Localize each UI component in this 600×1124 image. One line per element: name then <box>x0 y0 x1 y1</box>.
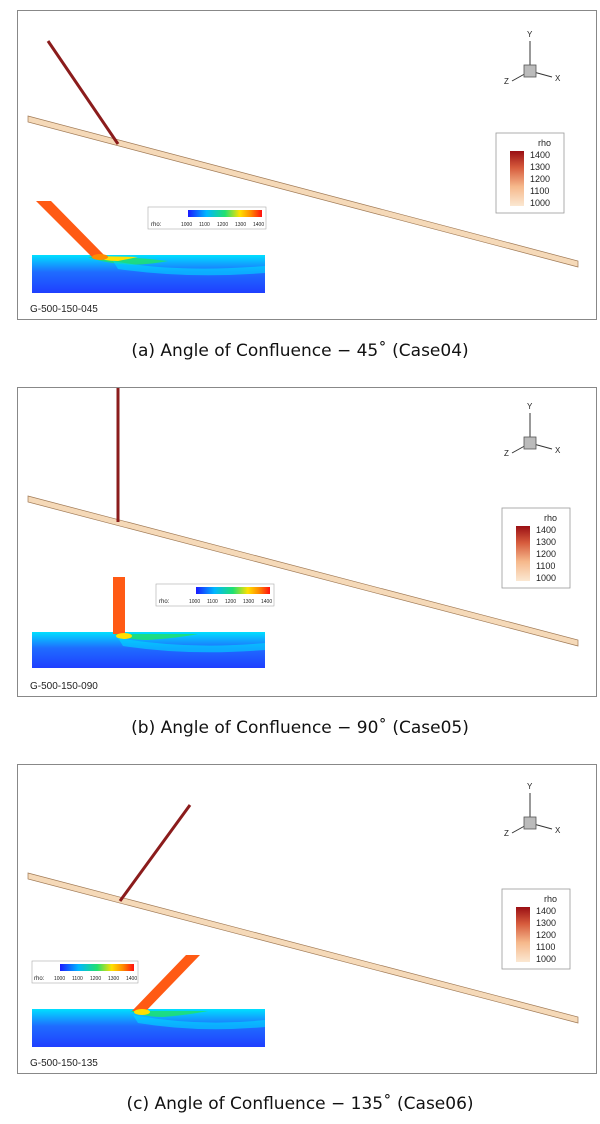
axis-y-label: Y <box>527 782 533 791</box>
panel-a: Y X Z rho 1400 1300 1200 1100 1000 rho: … <box>17 10 597 320</box>
caption-a: (a) Angle of Confluence − 45˚ (Case04) <box>131 341 469 361</box>
panel-b: Y X Z rho 1400 1300 1200 1100 1000 rho: … <box>17 387 597 697</box>
legend-title: rho <box>538 138 551 148</box>
inset-tick: 1200 <box>225 599 236 605</box>
inset-tick: 1400 <box>261 599 272 605</box>
legend-title: rho <box>544 513 557 523</box>
legend-colorbar <box>516 526 530 581</box>
axis-x-label: X <box>555 74 561 83</box>
legend-value: 1400 <box>536 525 556 535</box>
legend-value: 1100 <box>536 942 555 952</box>
axis-z-label: Z <box>504 77 509 86</box>
inset-tick: 1400 <box>253 222 264 228</box>
legend-value: 1300 <box>530 162 550 172</box>
case-id-label: G-500-150-045 <box>30 304 98 315</box>
inset-tick: 1300 <box>243 599 254 605</box>
legend-value: 1100 <box>530 186 549 196</box>
legend-colorbar <box>510 151 524 206</box>
case-id-label: G-500-150-135 <box>30 1058 98 1069</box>
caption-c: (c) Angle of Confluence − 135˚ (Case06) <box>126 1094 474 1114</box>
legend-value: 1200 <box>530 174 550 184</box>
axis-z-label: Z <box>504 829 509 838</box>
case-id-label: G-500-150-090 <box>30 681 98 692</box>
main-pipe <box>27 872 579 1024</box>
legend-title: rho <box>544 894 557 904</box>
legend-value: 1000 <box>530 198 550 208</box>
axis-x-label: X <box>555 446 561 455</box>
inset-contour <box>32 955 265 1047</box>
axis-z-label: Z <box>504 449 509 458</box>
axis-y-label: Y <box>527 30 533 39</box>
panel-c: Y X Z rho 1400 1300 1200 1100 1000 rho: … <box>17 764 597 1074</box>
legend-value: 1000 <box>536 573 556 583</box>
panel-b-scene: Y X Z rho 1400 1300 1200 1100 1000 rho: … <box>27 388 579 668</box>
inset-colorbar: rho: 1000 1100 1200 1300 1400 <box>31 960 139 984</box>
rho-legend: rho 1400 1300 1200 1100 1000 <box>501 507 571 589</box>
inset-contour <box>32 577 265 668</box>
legend-value: 1300 <box>536 918 556 928</box>
inset-label: rho: <box>151 222 162 228</box>
branch-pipe <box>118 804 192 902</box>
legend-value: 1200 <box>536 549 556 559</box>
legend-value: 1300 <box>536 537 556 547</box>
main-pipe <box>27 495 579 647</box>
inset-tick: 1300 <box>235 222 246 228</box>
panel-a-scene: Y X Z rho 1400 1300 1200 1100 1000 rho: … <box>27 30 579 293</box>
rho-legend: rho 1400 1300 1200 1100 1000 <box>495 132 565 214</box>
axis-y-label: Y <box>527 402 533 411</box>
axis-triad: Y X Z <box>504 782 561 838</box>
rho-legend: rho 1400 1300 1200 1100 1000 <box>501 888 571 970</box>
legend-value: 1100 <box>536 561 555 571</box>
axis-x-label: X <box>555 826 561 835</box>
inset-label: rho: <box>159 599 170 605</box>
axis-triad: Y X Z <box>504 402 561 458</box>
inset-tick: 1000 <box>181 222 192 228</box>
inset-tick: 1300 <box>108 976 119 982</box>
legend-value: 1400 <box>536 906 556 916</box>
inset-tick: 1400 <box>126 976 137 982</box>
legend-value: 1200 <box>536 930 556 940</box>
inset-tick: 1000 <box>189 599 200 605</box>
inset-tick: 1200 <box>90 976 101 982</box>
inset-tick: 1100 <box>72 976 83 982</box>
inset-contour <box>32 201 265 293</box>
inset-tick: 1000 <box>54 976 65 982</box>
panel-c-scene: Y X Z rho 1400 1300 1200 1100 1000 rho: … <box>27 782 579 1047</box>
legend-colorbar <box>516 907 530 962</box>
inset-tick: 1200 <box>217 222 228 228</box>
inset-colorbar: rho: 1000 1100 1200 1300 1400 <box>147 206 267 230</box>
inset-tick: 1100 <box>207 599 218 605</box>
caption-b: (b) Angle of Confluence − 90˚ (Case05) <box>131 718 469 738</box>
legend-value: 1400 <box>530 150 550 160</box>
axis-triad: Y X Z <box>504 30 561 86</box>
inset-colorbar: rho: 1000 1100 1200 1300 1400 <box>155 583 275 607</box>
inset-label: rho: <box>34 976 45 982</box>
inset-tick: 1100 <box>199 222 210 228</box>
main-pipe <box>27 115 579 268</box>
branch-pipe <box>46 40 120 145</box>
legend-value: 1000 <box>536 954 556 964</box>
